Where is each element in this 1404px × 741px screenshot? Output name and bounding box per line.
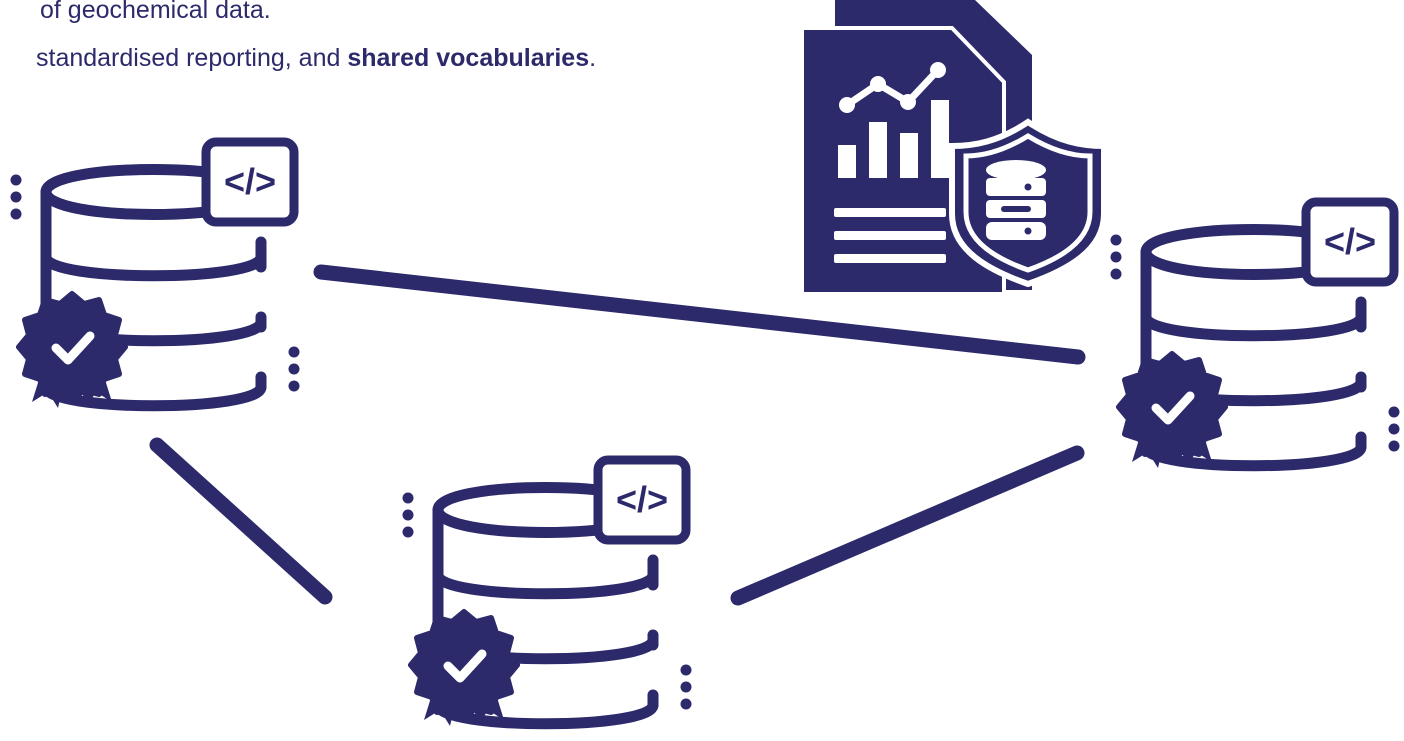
database-icon-right: </>	[1111, 202, 1400, 468]
connector-left	[149, 437, 333, 605]
database-icon-left: </>	[11, 142, 300, 408]
shield-database-icon	[949, 118, 1107, 288]
code-badge-icon: </>	[616, 479, 668, 520]
caption-line-2-end: .	[589, 44, 597, 72]
caption-line-2-bold: shared vocabularies	[347, 44, 590, 72]
caption-line-2-text: standardised reporting, and	[36, 44, 348, 72]
connector-lines	[149, 264, 1086, 606]
code-badge-icon: </>	[1324, 221, 1376, 262]
code-badge-icon: </>	[224, 161, 276, 202]
database-icon-center: </>	[403, 460, 692, 726]
caption-line-2: standardised reporting, and shared vocab…	[36, 44, 596, 73]
caption-line-1: of geochemical data.	[40, 0, 271, 24]
connector-top	[313, 264, 1086, 365]
connector-right	[730, 445, 1085, 606]
